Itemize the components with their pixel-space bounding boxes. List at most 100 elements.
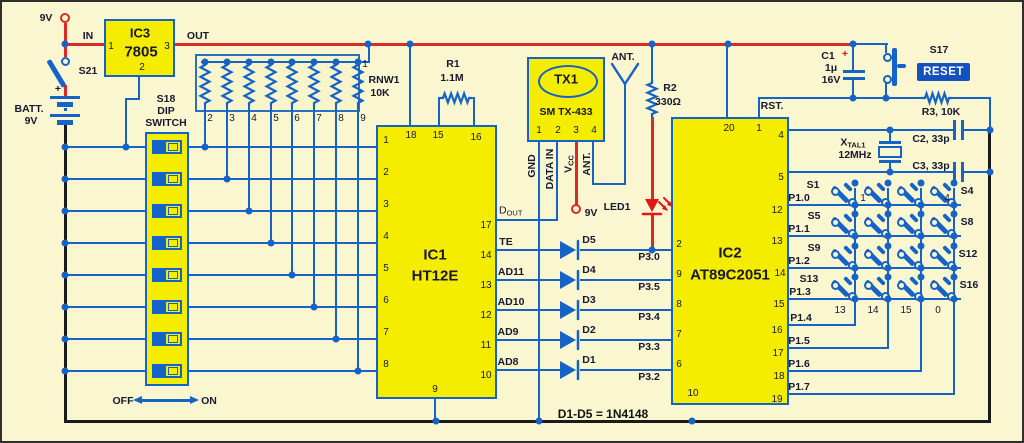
- junction-dot: [917, 201, 925, 209]
- dip-switch-3[interactable]: [152, 204, 182, 218]
- junction-dot: [688, 417, 696, 425]
- resistor-icon: [920, 90, 954, 106]
- junction-dot: [884, 210, 892, 218]
- off-on-arrow-line: [142, 399, 190, 402]
- wire: [65, 306, 377, 308]
- wire: [473, 97, 475, 125]
- encoder-pins_top-2-label: 16: [470, 132, 482, 143]
- switch-contact-icon: [864, 250, 873, 259]
- power-battery_label-label: BATT.: [14, 102, 44, 115]
- mcu-pin_bottom-label: 10: [687, 388, 699, 399]
- r2-value-label: 330Ω: [655, 95, 681, 108]
- s21-power-switch[interactable]: [44, 52, 74, 92]
- junction-dot: [310, 58, 318, 66]
- dip-slot-icon: [168, 367, 178, 375]
- xtal1-label: XTAL1: [840, 136, 866, 150]
- dout-label: DOUT: [499, 204, 523, 218]
- junction-dot: [917, 210, 925, 218]
- dip-switch-7[interactable]: [152, 332, 182, 346]
- mcu-pins_left-2-label: 8: [676, 299, 682, 310]
- dip-switch-6[interactable]: [152, 300, 182, 314]
- wire: [497, 219, 558, 221]
- junction-dot: [61, 271, 69, 279]
- dip-switch-1[interactable]: [152, 140, 182, 154]
- encoder-pins_right-3-label: 12: [480, 310, 492, 321]
- junction-dot: [354, 367, 362, 375]
- junction-dot: [406, 40, 414, 48]
- resistor-icon: [644, 78, 660, 119]
- on-arrow-icon: [190, 395, 199, 404]
- wire: [789, 370, 922, 372]
- rnw-pins-2-label: 4: [251, 113, 257, 124]
- keypad-rows_left-3-label: S13: [799, 272, 819, 285]
- reset-button[interactable]: RESET: [917, 63, 970, 81]
- switch-contact-icon: [897, 250, 906, 259]
- junction-dot: [950, 179, 958, 187]
- mcu-pins_left-1-label: 9: [676, 269, 682, 280]
- dip-switch-5[interactable]: [152, 268, 182, 282]
- mcu-pins_right-0-label: 4: [778, 130, 784, 141]
- wire: [64, 420, 991, 423]
- junction-dot: [917, 264, 925, 272]
- junction-dot: [851, 273, 859, 281]
- mcu-ref-label: IC2: [718, 244, 742, 262]
- junction-dot: [332, 335, 340, 343]
- resistor-icon: [264, 60, 278, 108]
- switch-contact-icon: [897, 218, 906, 227]
- dip-switch-2[interactable]: [152, 172, 182, 186]
- keypad-key_bottom-2-label: 15: [900, 305, 912, 316]
- junction-dot: [886, 168, 894, 176]
- mcu-part-label: AT89C2051: [690, 266, 770, 284]
- wire: [368, 43, 370, 62]
- antenna-icon: [610, 62, 640, 86]
- s17-reset-switch[interactable]: [878, 44, 908, 90]
- junction-dot: [884, 273, 892, 281]
- dip-switch-4[interactable]: [152, 236, 182, 250]
- dip-switch-8[interactable]: [152, 364, 182, 378]
- keypad-rows_right-0-label: S4: [960, 184, 974, 197]
- junction-dot: [950, 273, 958, 281]
- switch-contact-icon: [864, 281, 873, 290]
- r1-value-label: 1.1M: [440, 71, 464, 84]
- reset-c1_ref-label: C1: [821, 49, 835, 62]
- clock-c3-label: C3, 33p: [912, 159, 950, 172]
- mcu-pins_left-3-label: 7: [676, 329, 682, 340]
- junction-dot: [648, 246, 656, 254]
- wire: [651, 43, 653, 81]
- junction-dot: [851, 179, 859, 187]
- encoder-pins_right-0-label: 17: [480, 220, 492, 231]
- mcu-pins_right-2-label: 12: [771, 205, 783, 216]
- wire: [592, 142, 594, 185]
- resistor-icon: [329, 60, 343, 108]
- mcu-pins_right-4-label: 14: [774, 268, 786, 279]
- encoder-pins_right-4-label: 11: [480, 340, 492, 351]
- tx-pins-1-label: 2: [555, 125, 561, 136]
- c3-capacitor-icon: [961, 162, 964, 182]
- rnw-value-label: 10K: [370, 86, 390, 99]
- junction-dot: [332, 58, 340, 66]
- keypad-rows_left-1-label: S5: [807, 209, 821, 222]
- junction-dot: [310, 303, 318, 311]
- switch-contact-icon: [882, 53, 892, 62]
- reset-c1_voltage-label: 16V: [821, 73, 841, 86]
- r2-ref-label: R2: [663, 81, 677, 94]
- mcu-pins_right-3-label: 13: [771, 236, 783, 247]
- diode-icon: [560, 269, 580, 291]
- wire: [789, 347, 889, 349]
- power-regulator-pin_in-label: 1: [108, 41, 114, 52]
- tx-part-label: SM TX-433: [539, 105, 593, 118]
- mcu-p1-4-label: P1.4: [790, 311, 812, 324]
- off-arrow-icon: [133, 395, 142, 404]
- junction-dot: [61, 143, 69, 151]
- dip-actuator-icon: [154, 270, 166, 280]
- junction-dot: [950, 264, 958, 272]
- plunger-icon: [892, 48, 897, 86]
- wire: [434, 399, 436, 421]
- junction-dot: [917, 295, 925, 303]
- junction-dot: [851, 210, 859, 218]
- wire: [854, 188, 856, 326]
- wire: [65, 242, 377, 244]
- mcu-pins_top-1-label: 1: [756, 123, 762, 134]
- led-ref-label: LED1: [603, 200, 631, 213]
- junction-dot: [364, 40, 372, 48]
